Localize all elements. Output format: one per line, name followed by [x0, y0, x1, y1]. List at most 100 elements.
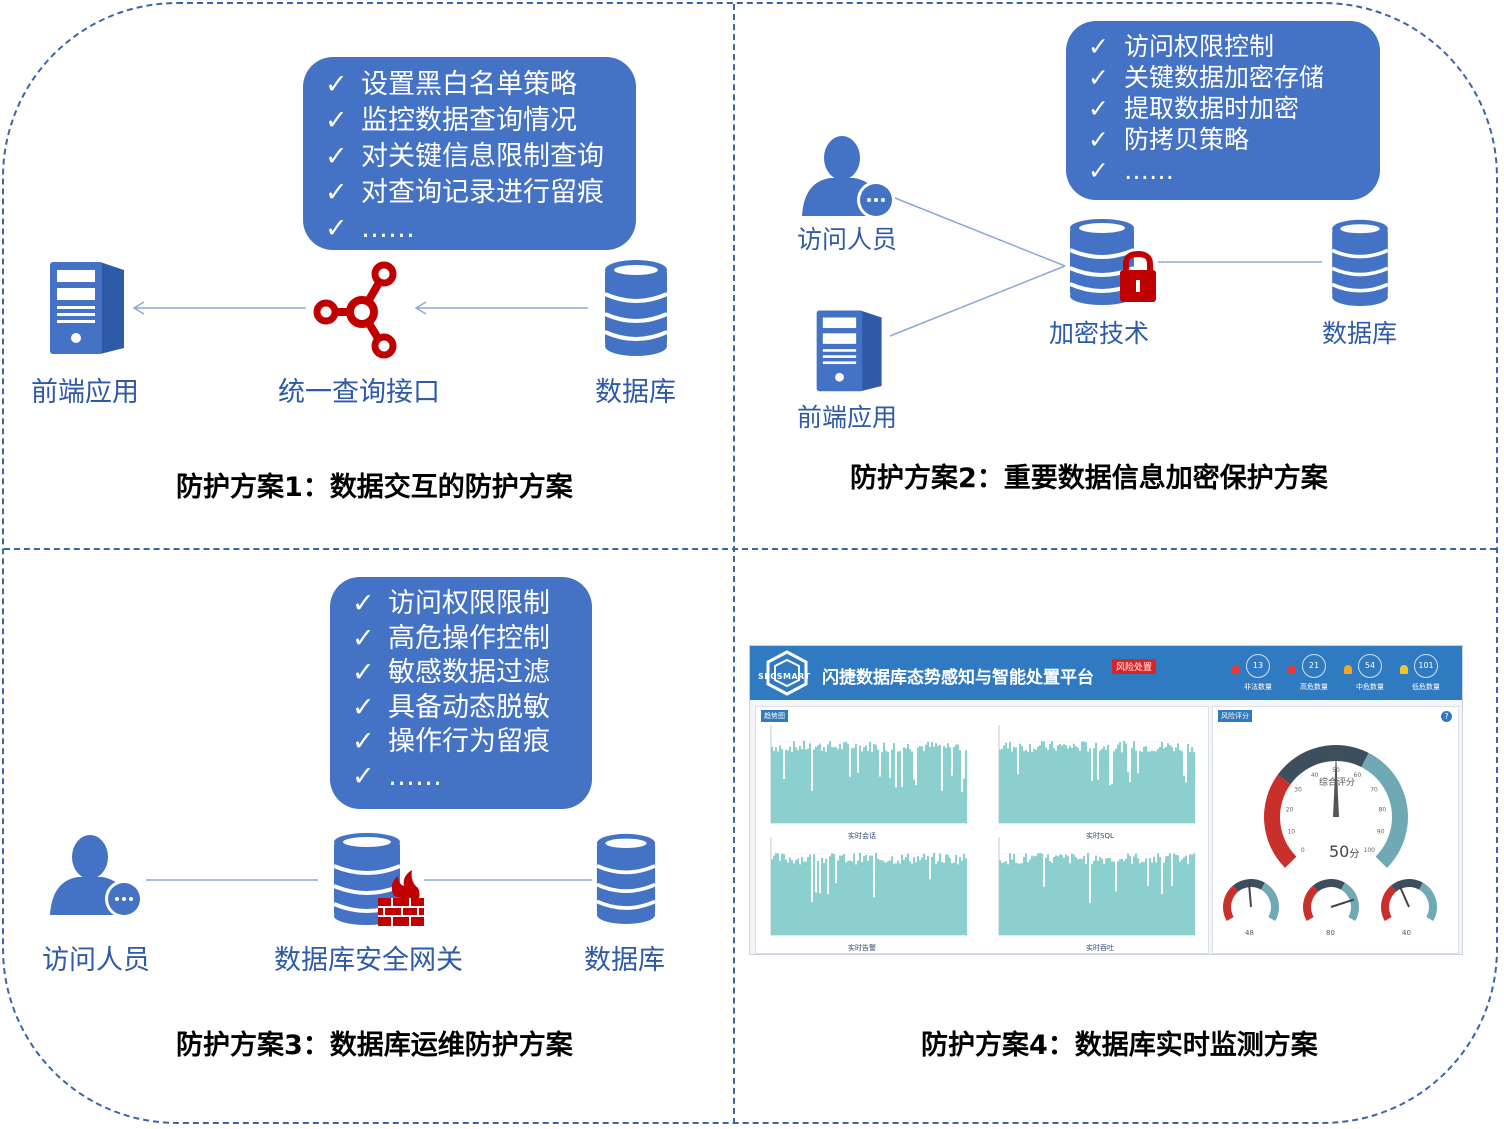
- trend-bar: [805, 749, 808, 823]
- feature-text: 访问权限控制: [1124, 32, 1275, 61]
- trend-bar: [1141, 861, 1144, 935]
- trend-bar: [885, 750, 888, 823]
- trend-bar: [1077, 859, 1080, 935]
- feature-item: ✓对查询记录进行留痕: [325, 175, 636, 211]
- feature-text: 防拷贝策略: [1124, 125, 1250, 154]
- trend-bar: [1039, 853, 1042, 935]
- trend-bar: [819, 743, 822, 823]
- trend-bar: [887, 861, 890, 935]
- trend-bar: [945, 854, 948, 935]
- trend-bar: [1033, 856, 1036, 935]
- gauge-tick-label: 20: [1286, 807, 1294, 814]
- check-icon: ✓: [1088, 63, 1109, 92]
- trend-bar: [899, 863, 902, 935]
- database-firewall-icon: [333, 833, 424, 926]
- trend-bar: [1023, 856, 1026, 935]
- gauge-arc-dark: [1277, 745, 1369, 785]
- trend-bar: [865, 854, 868, 935]
- small-gauge-1-value: 48: [1245, 929, 1254, 937]
- stat-low[interactable]: 101 低危数量: [1400, 654, 1452, 692]
- risk-handling-tag[interactable]: 风险处置: [1112, 659, 1157, 674]
- trend-bar: [1065, 854, 1068, 935]
- trend-bar: [1091, 864, 1094, 935]
- check-icon: ✓: [352, 726, 375, 757]
- secsmart-logo-icon: [766, 650, 808, 696]
- trend-bar: [921, 746, 924, 823]
- trend-bar: [853, 747, 856, 823]
- gauge-value-unit: 分: [1349, 849, 1360, 860]
- trend-bar: [1021, 863, 1024, 935]
- feature-text: 具备动态脱敏: [388, 691, 550, 723]
- trend-bar: [895, 863, 898, 935]
- trend-bar: [1031, 855, 1034, 935]
- trend-bar: [1193, 853, 1196, 935]
- trend-bar: [923, 853, 926, 935]
- trend-bar: [1191, 747, 1194, 823]
- small-gauge-arc: [1341, 882, 1359, 921]
- trend-bar: [1111, 861, 1114, 935]
- trend-bar: [889, 778, 892, 823]
- small-gauge-needle: [1398, 884, 1410, 908]
- trend-bar: [1057, 856, 1060, 935]
- small-gauge-arc: [1223, 885, 1239, 921]
- trend-bar: [1011, 859, 1014, 935]
- trend-bar: [1023, 751, 1026, 823]
- trend-bar: [809, 854, 812, 935]
- q1-label-database: 数据库: [595, 377, 676, 408]
- trend-bar: [1019, 863, 1022, 935]
- q1-title: 防护方案1：数据交互的防护方案: [176, 472, 573, 503]
- trend-bar: [1075, 857, 1078, 935]
- trend-bar: [941, 861, 944, 935]
- trend-bar: [951, 863, 954, 935]
- stat-label: 非法数量: [1244, 683, 1272, 691]
- trend-bar: [1111, 783, 1114, 823]
- trend-bar: [1021, 745, 1024, 823]
- trend-bar: [1089, 902, 1092, 935]
- bell-icon: [1288, 665, 1296, 674]
- stat-illegal[interactable]: 13 非法数量: [1232, 654, 1284, 692]
- feature-item: ✓防拷贝策略: [1088, 124, 1380, 155]
- trend-bar: [789, 857, 792, 935]
- trend-bar: [911, 863, 914, 935]
- stat-label: 低危数量: [1412, 683, 1440, 691]
- trend-bar: [821, 750, 824, 823]
- trend-bar: [965, 750, 968, 823]
- trend-bar: [771, 859, 774, 935]
- small-gauge-needle: [1330, 898, 1355, 908]
- trend-bar: [1133, 741, 1136, 823]
- trend-bar: [957, 864, 960, 935]
- stat-medium[interactable]: 54 中危数量: [1344, 654, 1396, 692]
- trend-bar: [1081, 858, 1084, 935]
- small-gauge-2-value: 80: [1326, 929, 1335, 937]
- trend-bar: [793, 741, 796, 823]
- trend-bar: [1135, 853, 1138, 935]
- small-gauge-arc: [1313, 879, 1345, 892]
- trend-bar: [781, 853, 784, 935]
- trend-bar: [1139, 751, 1142, 823]
- help-icon[interactable]: ?: [1441, 711, 1452, 722]
- trend-bar: [801, 857, 804, 935]
- trend-bar: [1081, 741, 1084, 823]
- trend-bar: [825, 751, 828, 823]
- trend-bar: [795, 747, 798, 823]
- trend-bar: [851, 861, 854, 935]
- dashboard-brand: SECSMART: [758, 672, 811, 681]
- user-chat-icon: [50, 835, 143, 918]
- feature-item: ✓高危操作控制: [352, 622, 592, 657]
- trend-bar: [915, 862, 918, 935]
- check-icon: ✓: [325, 141, 348, 172]
- trend-bar: [1043, 741, 1046, 823]
- trend-bar: [927, 741, 930, 823]
- trend-bar: [999, 749, 1002, 823]
- database-icon: [1331, 219, 1389, 306]
- gauge-tick-label: 70: [1370, 786, 1378, 793]
- trend-bar: [947, 743, 950, 823]
- trend-bar: [1171, 747, 1174, 823]
- trend-bar: [1037, 853, 1040, 935]
- gauge-tick-label: 30: [1294, 786, 1302, 793]
- trend-bar: [891, 856, 894, 935]
- server-icon: [50, 262, 124, 354]
- stat-high[interactable]: 21 高危数量: [1288, 654, 1340, 692]
- trend-bar: [1141, 751, 1144, 823]
